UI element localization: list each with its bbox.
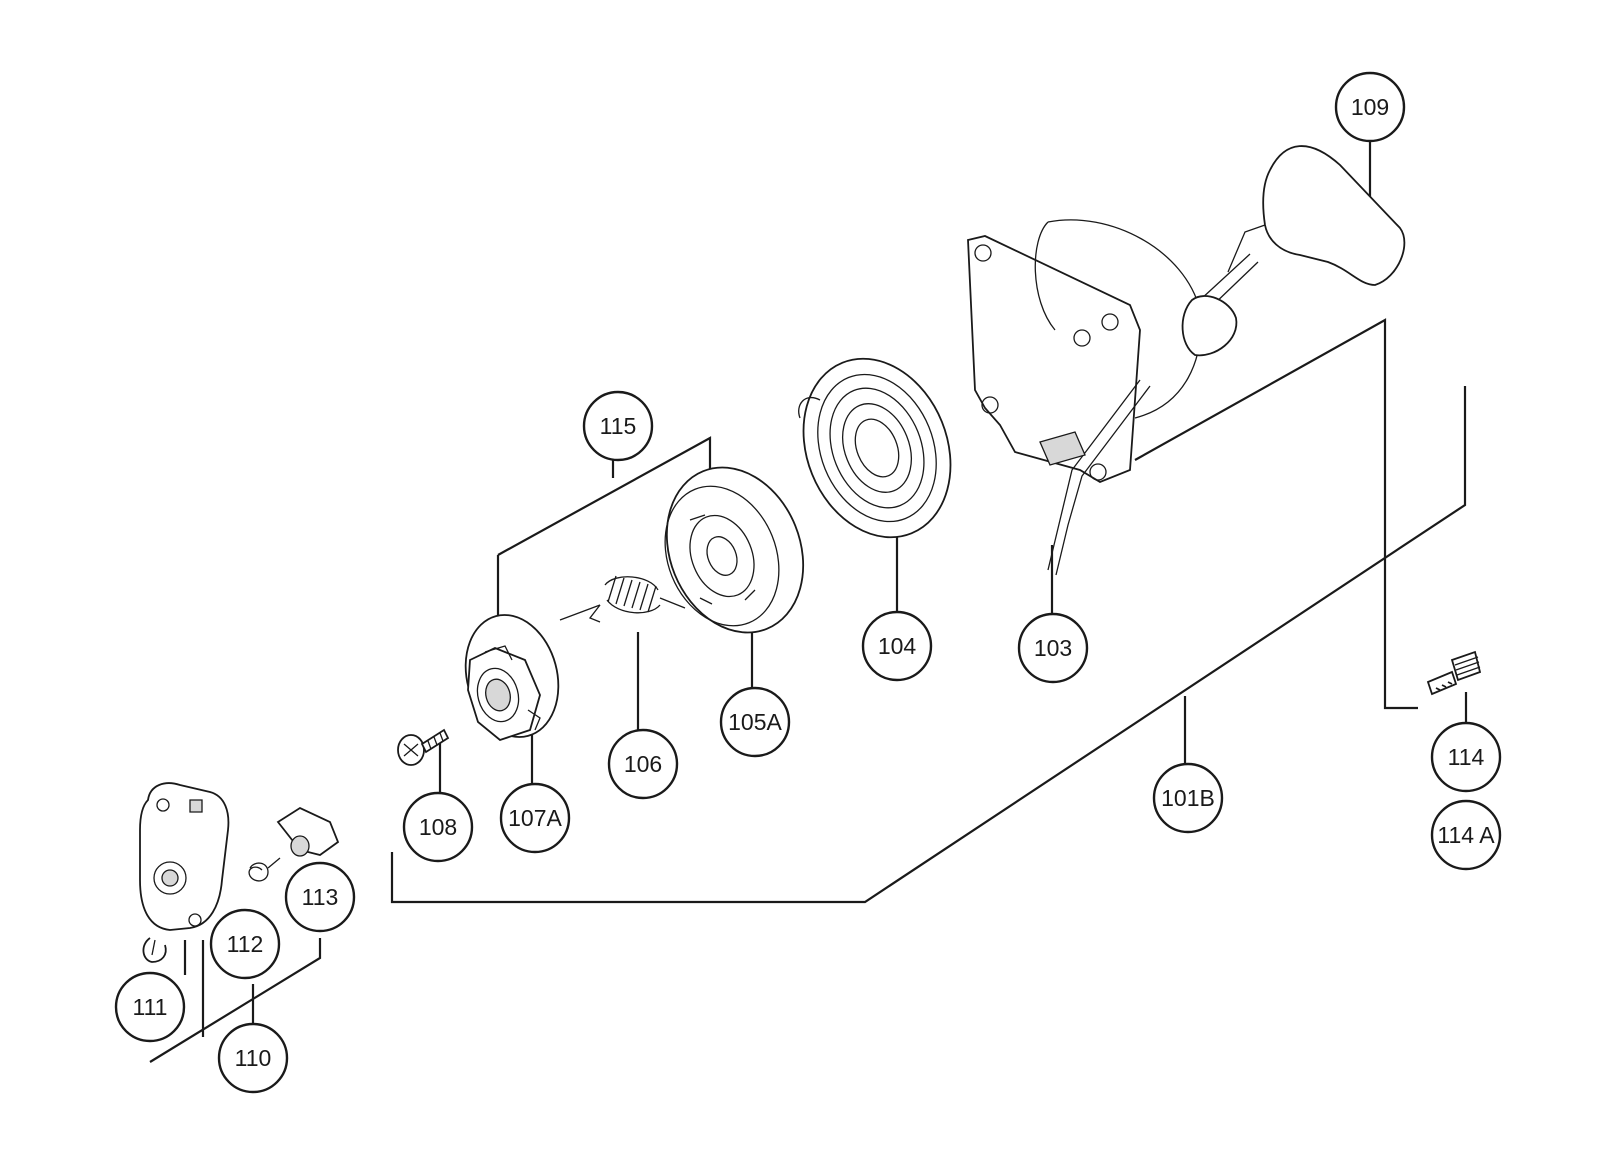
starter-handle-icon [1199,145,1406,309]
bolt-icon [1426,650,1482,696]
callout-circle [582,390,654,462]
callout-label: 101B [1161,785,1215,811]
callout-label: 108 [419,814,457,840]
callout-label: 104 [878,633,917,659]
callout-circle [1017,612,1089,684]
callout-circle [1430,799,1502,871]
pulley-icon [664,466,805,634]
callout-105a: 105A [719,686,791,758]
callout-circle [1430,721,1502,793]
callout-circle [217,1022,289,1094]
callout-103: 103 [1017,612,1089,684]
callout-circle [402,791,474,863]
ratchet-icon [464,614,560,742]
callout-108: 108 [402,791,474,863]
callout-label: 115 [600,413,637,439]
pawl-icon [276,806,340,857]
recoil-spring-icon [798,357,952,539]
callout-111: 111 [114,971,186,1043]
e-clip-icon [142,937,167,963]
callout-circle [861,610,933,682]
callout-group: 109 115 104 103 105A 106 108 107A 101B 114 114 A 11… [114,71,1502,1094]
leader-101b [390,386,1467,904]
callout-107a: 107A [499,782,571,854]
callout-circle [719,686,791,758]
callout-110: 110 [217,1022,289,1094]
callout-label: 107A [508,805,562,831]
callout-112: 112 [209,908,281,980]
callout-label: 112 [227,931,264,957]
callout-106: 106 [607,728,679,800]
callout-circle [209,908,281,980]
leader-lines [149,137,1468,1063]
callout-101b: 101B [1152,762,1224,834]
callout-label: 110 [235,1045,272,1071]
callout-109: 109 [1334,71,1406,143]
callout-label: 103 [1034,635,1072,661]
callout-label: 114 A [1437,822,1495,848]
callout-114a: 114 A [1430,799,1502,871]
leader-101b-frame [1134,318,1418,710]
callout-circle [607,728,679,800]
callout-115: 115 [582,390,654,462]
callout-label: 105A [728,709,782,735]
callout-113: 113 [284,861,356,933]
screw-icon [397,728,450,766]
callout-circle [114,971,186,1043]
callout-circle [499,782,571,854]
callout-circle [1152,762,1224,834]
callout-label: 111 [133,994,168,1020]
torsion-spring-icon [559,575,686,623]
pawl-plate-icon [139,782,230,931]
callout-104: 104 [861,610,933,682]
pawl-spring-icon [248,857,281,882]
parts [139,145,1482,963]
callout-114: 114 [1430,721,1502,793]
callout-circle [284,861,356,933]
callout-label: 109 [1351,94,1389,120]
starter-housing-icon [967,219,1238,576]
leader-110 [149,910,322,1063]
callout-label: 114 [1448,744,1485,770]
callout-circle [1334,71,1406,143]
callout-label: 113 [302,884,339,910]
callout-label: 106 [624,751,662,777]
